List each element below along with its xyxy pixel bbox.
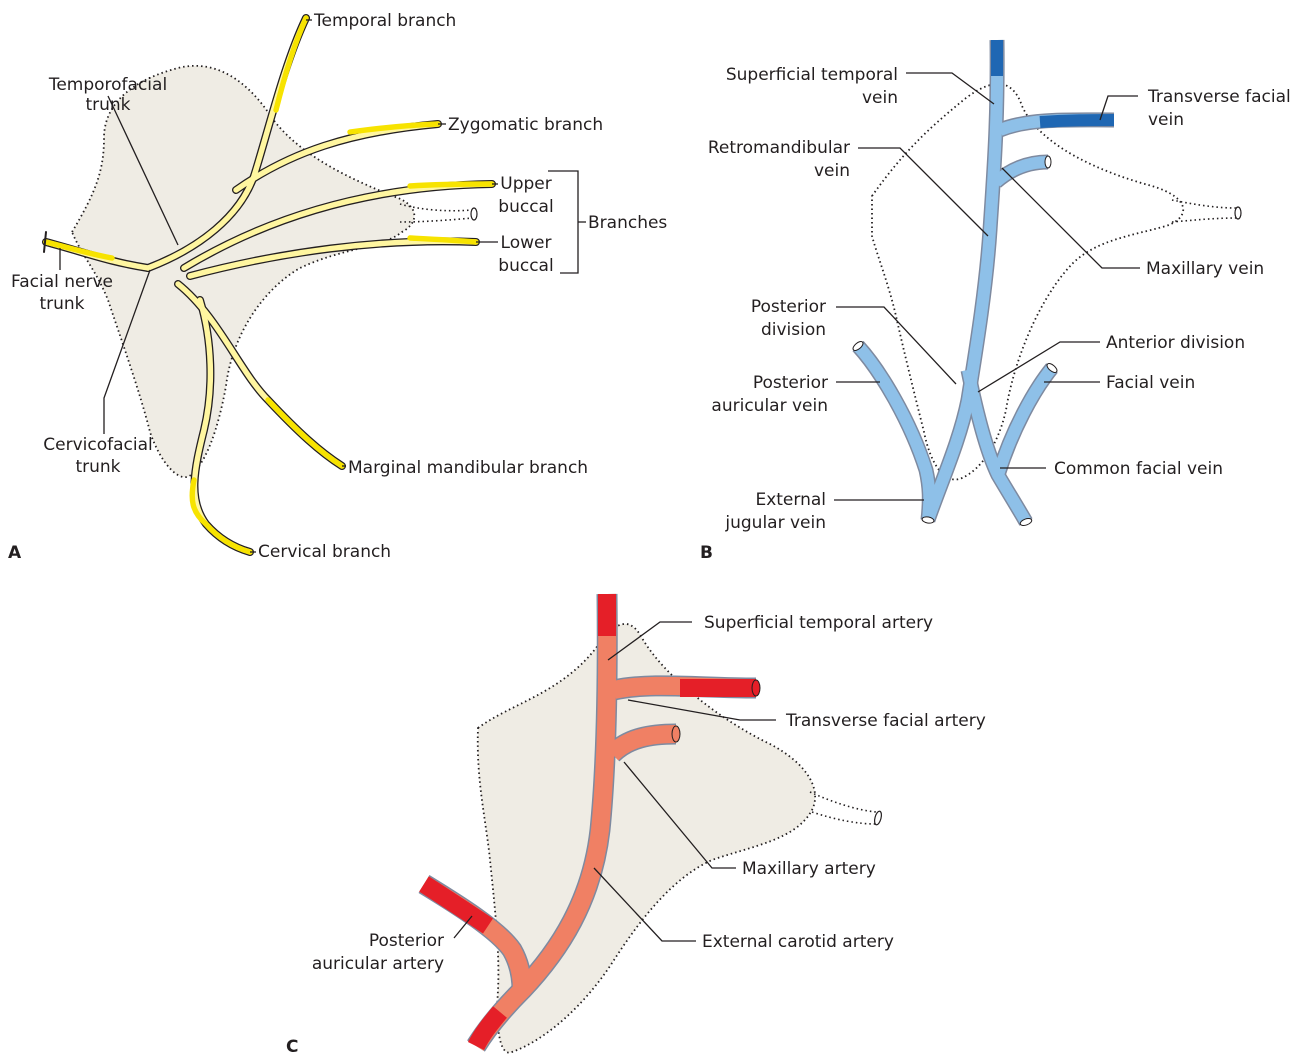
label-posterior-division-1: Posterior bbox=[751, 297, 826, 317]
label-anterior-division: Anterior division bbox=[1106, 333, 1245, 353]
parotid-duct-c bbox=[809, 791, 877, 825]
label-transverse-facial-artery: Transverse facial artery bbox=[785, 711, 986, 731]
duct-opening-c bbox=[873, 810, 883, 826]
panel-letter-c: C bbox=[286, 1037, 298, 1057]
label-external-jugular-2: jugular vein bbox=[724, 513, 826, 533]
label-posterior-division-2: division bbox=[761, 320, 826, 340]
parotid-duct-a bbox=[399, 203, 473, 223]
panel-a: Temporal branch Temporofacial trunk Zygo… bbox=[8, 11, 667, 563]
label-facial-nerve-trunk-1: Facial nerve bbox=[11, 272, 113, 292]
label-sup-temporal-vein-1: Superficial temporal bbox=[726, 65, 898, 85]
label-temporofacial-2: trunk bbox=[85, 95, 130, 115]
label-lower-buccal-1: Lower bbox=[501, 233, 552, 253]
panel-c: Superficial temporal artery Transverse f… bbox=[286, 593, 986, 1057]
label-temporal-branch: Temporal branch bbox=[313, 11, 456, 31]
veins bbox=[852, 39, 1115, 526]
arteries bbox=[418, 593, 757, 1052]
label-external-carotid: External carotid artery bbox=[702, 932, 894, 952]
panel-letter-a: A bbox=[8, 543, 22, 563]
label-retromandibular-1: Retromandibular bbox=[708, 138, 850, 158]
label-cervicofacial-2: trunk bbox=[75, 457, 120, 477]
duct-opening-a bbox=[470, 207, 478, 221]
label-transverse-facial-vein-1: Transverse facial bbox=[1147, 87, 1291, 107]
label-maxillary-vein: Maxillary vein bbox=[1146, 259, 1264, 279]
label-cervical-branch: Cervical branch bbox=[258, 542, 391, 562]
label-posterior-auricular-vein-2: auricular vein bbox=[711, 396, 828, 416]
duct-opening-b bbox=[1234, 206, 1242, 220]
label-common-facial-vein: Common facial vein bbox=[1054, 459, 1223, 479]
label-posterior-auricular-artery-2: auricular artery bbox=[312, 954, 444, 974]
label-zygomatic-branch: Zygomatic branch bbox=[448, 115, 603, 135]
parotid-gland-outline-b bbox=[871, 83, 1184, 481]
label-sup-temporal-vein-2: vein bbox=[862, 88, 898, 108]
label-retromandibular-2: vein bbox=[814, 161, 850, 181]
label-facial-vein: Facial vein bbox=[1106, 373, 1195, 393]
label-external-jugular-1: External bbox=[755, 490, 826, 510]
label-posterior-auricular-vein-1: Posterior bbox=[753, 373, 828, 393]
label-cervicofacial-1: Cervicofacial bbox=[43, 435, 152, 455]
parotid-duct-b bbox=[1171, 199, 1237, 223]
label-upper-buccal-1: Upper bbox=[500, 174, 551, 194]
panel-letter-b: B bbox=[700, 543, 713, 563]
label-facial-nerve-trunk-2: trunk bbox=[39, 294, 84, 314]
label-branches: Branches bbox=[588, 213, 667, 233]
label-transverse-facial-vein-2: vein bbox=[1148, 110, 1184, 130]
label-posterior-auricular-artery-1: Posterior bbox=[369, 931, 444, 951]
label-temporofacial-1: Temporofacial bbox=[48, 75, 167, 95]
label-sup-temporal-artery: Superficial temporal artery bbox=[704, 613, 933, 633]
facial-nerve bbox=[42, 14, 496, 556]
label-marginal-mandibular: Marginal mandibular branch bbox=[348, 458, 588, 478]
label-lower-buccal-2: buccal bbox=[498, 256, 553, 276]
label-upper-buccal-2: buccal bbox=[498, 197, 553, 217]
panel-b: Superficial temporal vein Transverse fac… bbox=[700, 39, 1291, 563]
label-maxillary-artery: Maxillary artery bbox=[742, 859, 876, 879]
